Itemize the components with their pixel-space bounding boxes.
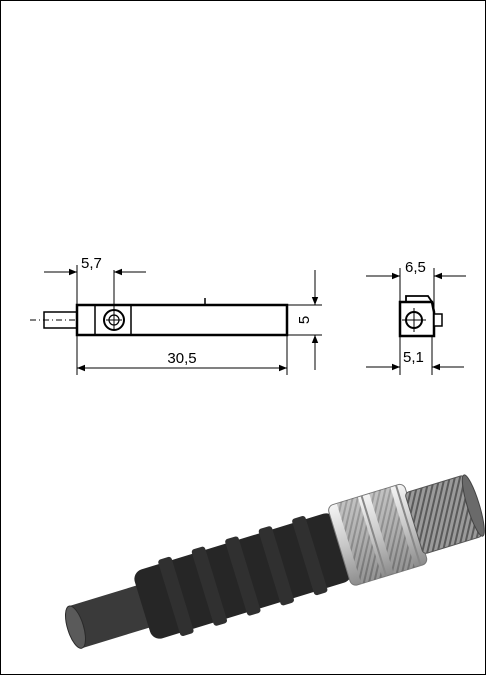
sensor-illustration — [64, 474, 485, 649]
end-tab — [433, 313, 443, 327]
end-top-lip — [405, 295, 433, 303]
end-view: 6,5 5,1 — [366, 259, 466, 375]
grip-rib — [191, 546, 228, 626]
knurl-band — [369, 487, 415, 574]
grip-rib — [292, 515, 328, 596]
dim-label-5: 5 — [296, 316, 313, 324]
grip-rib — [158, 556, 194, 637]
knurl-band — [336, 496, 383, 584]
cable-end — [64, 605, 86, 649]
coupling-groove — [360, 495, 388, 577]
cable — [66, 585, 154, 648]
connector-face — [461, 474, 485, 537]
side-view: 5,7 5 30,5 — [30, 255, 322, 375]
dim-label-30-5: 30,5 — [167, 350, 196, 367]
dim-label-5-7: 5,7 — [81, 255, 102, 272]
dim-label-6-5: 6,5 — [405, 259, 426, 276]
grip-rib — [258, 526, 294, 606]
coupling-groove — [395, 484, 422, 566]
dim-label-5-1: 5,1 — [403, 349, 424, 366]
grip-rib — [225, 536, 261, 616]
